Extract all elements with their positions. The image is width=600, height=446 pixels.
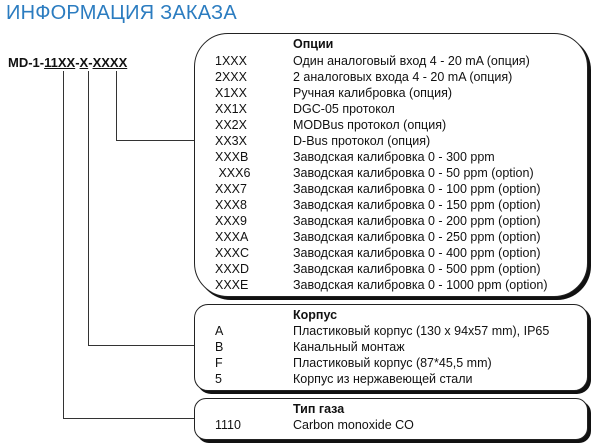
description: DGC-05 протокол (293, 102, 395, 116)
code: B (215, 340, 224, 354)
description: Заводская калибровка 0 - 200 ppm (option… (293, 214, 541, 228)
code: F (215, 356, 223, 370)
code: 2XXX (215, 70, 247, 84)
code: 1110 (215, 418, 241, 432)
connector-options (116, 71, 117, 141)
code-row: XXX7 Заводская калибровка 0 - 100 ppm (op… (215, 181, 541, 197)
code-row: XX3X D-Bus протокол (опция) (215, 133, 430, 149)
code-row: X1XX Ручная калибровка (опция) (215, 85, 452, 101)
connector-housing (88, 345, 194, 346)
code: X1XX (215, 86, 247, 100)
code: XX1X (215, 102, 247, 116)
housing-heading: Корпус (293, 308, 338, 322)
code-row: F Пластиковый корпус (87*45,5 mm) (215, 355, 492, 371)
code-row: 1XXX Один аналоговый вход 4 - 20 mA (опци… (215, 53, 530, 69)
code: XX3X (215, 134, 247, 148)
description: Заводская калибровка 0 - 150 ppm (option… (293, 198, 541, 212)
description: MODBus протокол (опция) (293, 118, 447, 132)
description: Пластиковый корпус (87*45,5 mm) (293, 356, 492, 370)
description: Канальный монтаж (293, 340, 405, 354)
model-code: MD-1-11XX-X-XXXX (8, 55, 127, 70)
code-row: XXX9 Заводская калибровка 0 - 200 ppm (op… (215, 213, 541, 229)
connector-options (116, 140, 194, 141)
description: Ручная калибровка (опция) (293, 86, 452, 100)
description: Заводская калибровка 0 - 400 ppm (option… (293, 246, 541, 260)
code-row: XXXC Заводская калибровка 0 - 400 ppm (op… (215, 245, 541, 261)
options-box: Опции 1XXX Один аналоговый вход 4 - 20 mA… (194, 33, 588, 297)
description: D-Bus протокол (опция) (293, 134, 431, 148)
gas-type-box: Тип газа 1110 Carbon monoxide CO (194, 398, 588, 440)
code-row: XXXB Заводская калибровка 0 - 300 ppm (215, 149, 495, 165)
description: Заводская калибровка 0 - 1000 ppm (optio… (293, 278, 548, 292)
code-row: 2XXX 2 аналоговых входа 4 - 20 mA (опция) (215, 69, 512, 85)
code-row: 5 Корпус из нержавеющей стали (215, 371, 473, 387)
code-row: XX2X MODBus протокол (опция) (215, 117, 446, 133)
model-part-options: XXXX (92, 55, 128, 70)
options-heading: Опции (293, 37, 334, 51)
code: XXXC (215, 246, 250, 260)
code: 1XXX (215, 54, 247, 68)
description: Корпус из нержавеющей стали (293, 372, 473, 386)
code-row: XXX8 Заводская калибровка 0 - 150 ppm (op… (215, 197, 541, 213)
code: A (215, 324, 224, 338)
code-row: XXXE Заводская калибровка 0 - 1000 ppm (o… (215, 277, 548, 293)
code: XXXB (215, 150, 249, 164)
description: Заводская калибровка 0 - 100 ppm (option… (293, 182, 541, 196)
code-row: XXXA Заводская калибровка 0 - 250 ppm (op… (215, 229, 541, 245)
description: Заводская калибровка 0 - 500 ppm (option… (293, 262, 541, 276)
model-part-gas: 11XX (44, 55, 76, 70)
code: XXX7 (215, 182, 247, 196)
connector-housing (88, 71, 89, 346)
code: XXX6 (215, 166, 251, 180)
model-separator: - (88, 55, 93, 70)
model-separator: - (75, 55, 80, 70)
model-part-housing: X (79, 55, 89, 70)
code: XXXE (215, 278, 249, 292)
code-row: A Пластиковый корпус (130 x 94x57 mm), IP… (215, 323, 549, 339)
description: Один аналоговый вход 4 - 20 mA (опция) (293, 54, 530, 68)
code: XXX9 (215, 214, 247, 228)
description: Заводская калибровка 0 - 250 ppm (option… (293, 230, 541, 244)
code-row: XX1X DGC-05 протокол (215, 101, 395, 117)
code: XXXD (215, 262, 250, 276)
connector-gas (63, 418, 194, 419)
description: 2 аналоговых входа 4 - 20 mA (опция) (293, 70, 513, 84)
code-row: XXXD Заводская калибровка 0 - 500 ppm (op… (215, 261, 541, 277)
code-row: XXX6 Заводская калибровка 0 - 50 ppm (opt… (215, 165, 534, 181)
code: 5 (215, 372, 222, 386)
page-title: ИНФОРМАЦИЯ ЗАКАЗА (6, 2, 237, 24)
model-prefix: MD-1- (8, 55, 45, 70)
code: XX2X (215, 118, 247, 132)
description: Carbon monoxide CO (293, 418, 414, 432)
connector-gas (63, 71, 64, 419)
code: XXX8 (215, 198, 247, 212)
description: Заводская калибровка 0 - 50 ppm (option) (293, 166, 534, 180)
gas-heading: Тип газа (293, 402, 345, 416)
description: Заводская калибровка 0 - 300 ppm (293, 150, 495, 164)
code-row: 1110 Carbon monoxide CO (215, 417, 414, 433)
code: XXXA (215, 230, 249, 244)
code-row: B Канальный монтаж (215, 339, 405, 355)
description: Пластиковый корпус (130 x 94x57 mm), IP6… (293, 324, 550, 338)
housing-box: Корпус A Пластиковый корпус (130 x 94x57 … (194, 304, 588, 391)
